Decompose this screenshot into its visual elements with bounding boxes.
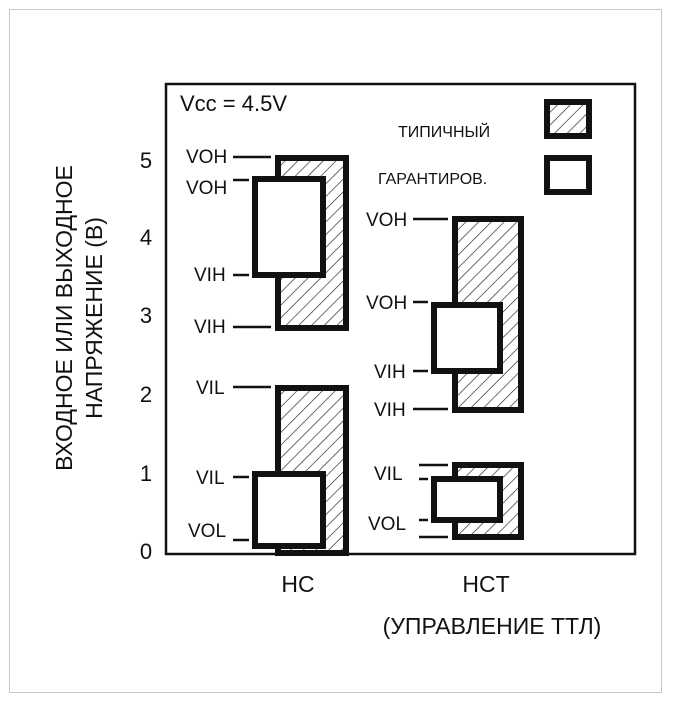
hc-guaranteed-low-bar: [252, 471, 326, 549]
hct-guaranteed-high-bar: [431, 302, 503, 374]
legend-guaranteed-swatch: [544, 155, 592, 195]
hct-voh-typ-label: VOH: [366, 210, 407, 231]
hct-vil-label: VIL: [374, 464, 403, 485]
hc-voh-guar-label: VOH: [186, 178, 227, 199]
x-label-hc: HC: [281, 571, 314, 597]
hc-vil-typ-label: VIL: [196, 378, 225, 399]
y-axis-title-line2: НАПРЯЖЕНИЕ (В): [81, 217, 107, 419]
y-tick-3: 3: [140, 303, 152, 328]
hct-vih-typ-label: VIH: [374, 400, 406, 421]
y-axis-title-line1: ВХОДНОЕ ИЛИ ВЫХОДНОЕ: [51, 165, 77, 471]
x-label-hct-note: (УПРАВЛЕНИЕ ТТЛ): [383, 613, 602, 639]
hc-vih-typ-label: VIH: [194, 317, 226, 338]
hc-guaranteed-high-bar: [252, 176, 326, 278]
legend-guaranteed-label: ГАРАНТИРОВ.: [378, 171, 487, 188]
legend-typical-swatch: [544, 99, 592, 139]
plot-border: [164, 82, 637, 556]
hct-guaranteed-low-bar: [431, 476, 503, 523]
hct-vih-guar-label: VIH: [374, 362, 406, 383]
x-label-hct: HCT: [462, 571, 509, 597]
hc-vil-guar-label: VIL: [196, 468, 225, 489]
hc-vih-guar-label: VIH: [194, 265, 226, 286]
y-tick-4: 4: [140, 225, 152, 250]
legend-typical-label: ТИПИЧНЫЙ: [398, 122, 490, 141]
y-tick-1: 1: [140, 461, 152, 486]
y-tick-0: 0: [140, 539, 152, 564]
y-tick-2: 2: [140, 382, 152, 407]
hc-voh-typ-label: VOH: [186, 147, 227, 168]
hct-vol-label: VOL: [368, 514, 406, 535]
y-tick-5: 5: [140, 148, 152, 173]
vcc-label: Vcc = 4.5V: [180, 91, 287, 116]
hc-vol-label: VOL: [188, 521, 226, 542]
hct-voh-guar-label: VOH: [366, 293, 407, 314]
